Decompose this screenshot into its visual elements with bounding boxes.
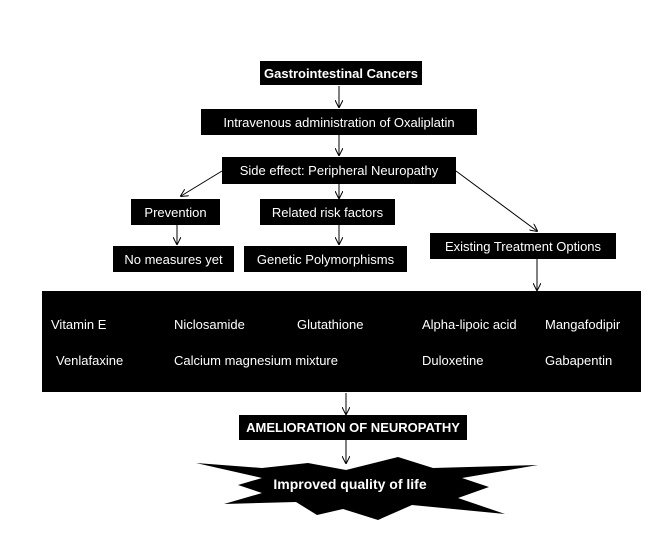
node-genetic-polymorphisms: Genetic Polymorphisms	[244, 246, 407, 272]
drug-gabapentin: Gabapentin	[545, 353, 613, 368]
drug-mangafodipir: Mangafodipir	[545, 317, 621, 332]
node-gastrointestinal-cancers: Gastrointestinal Cancers	[260, 61, 422, 85]
drug-list-box: Vitamin E Niclosamide Glutathione Alpha-…	[42, 291, 641, 392]
starburst-shape	[196, 457, 538, 520]
drug-calcium-magnesium-mixture: Calcium magnesium mixture	[174, 353, 338, 368]
node-prevention: Prevention	[131, 199, 220, 225]
node-no-measures: No measures yet	[113, 246, 234, 272]
drug-glutathione: Glutathione	[297, 317, 364, 332]
drug-alpha-lipoic-acid: Alpha-lipoic acid	[422, 317, 517, 332]
arrow-side-effect-to-treatment	[455, 170, 537, 231]
node-improved-quality-of-life: Improved quality of life	[273, 476, 427, 492]
arrow-side-effect-to-prevention	[181, 170, 223, 196]
drug-vitamin-e: Vitamin E	[51, 317, 107, 332]
drug-duloxetine: Duloxetine	[422, 353, 484, 368]
node-iv-oxaliplatin: Intravenous administration of Oxaliplati…	[201, 109, 477, 135]
node-amelioration: AMELIORATION OF NEUROPATHY	[239, 415, 467, 440]
node-existing-treatment: Existing Treatment Options	[430, 233, 616, 259]
drug-niclosamide: Niclosamide	[174, 317, 245, 332]
drug-venlafaxine: Venlafaxine	[56, 353, 124, 368]
node-side-effect: Side effect: Peripheral Neuropathy	[222, 157, 456, 184]
node-related-risk-factors: Related risk factors	[260, 199, 395, 225]
